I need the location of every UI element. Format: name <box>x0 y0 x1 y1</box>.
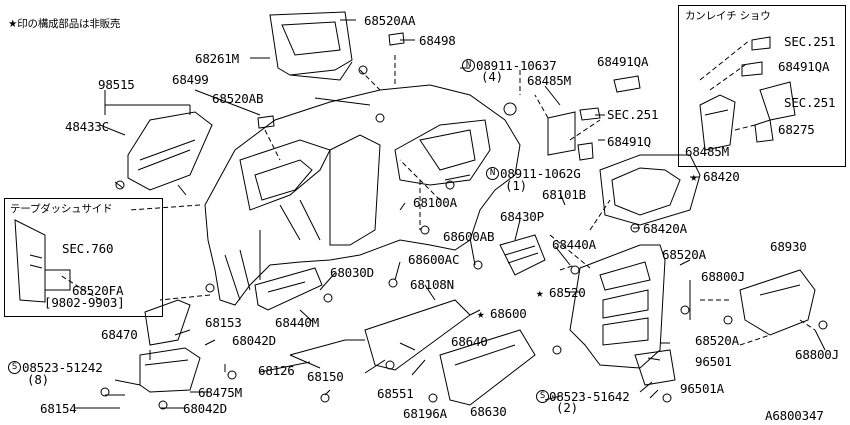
part-sec251[interactable]: SEC.251 <box>607 107 659 122</box>
s-symbol-icon: S <box>536 390 549 403</box>
part-68470[interactable]: 68470 <box>101 327 138 342</box>
part-68150[interactable]: 68150 <box>307 369 344 384</box>
qty-08911-10637: (4) <box>481 69 503 84</box>
qty-08523-51642: (2) <box>556 400 578 415</box>
star-icon: ★ <box>536 285 544 300</box>
part-sec760[interactable]: SEC.760 <box>62 241 114 256</box>
part-98515[interactable]: 98515 <box>98 77 135 92</box>
part-68042D-b[interactable]: 68042D <box>183 401 227 416</box>
part-68100A[interactable]: 68100A <box>413 195 457 210</box>
cluster-68420 <box>599 154 701 226</box>
glove-lid-48433C <box>127 111 213 191</box>
qty-08911-1062G: (1) <box>505 178 527 193</box>
meter-hood <box>269 11 353 76</box>
part-68042D-a[interactable]: 68042D <box>232 333 276 348</box>
inset-part-68491QA[interactable]: 68491QA <box>778 59 830 74</box>
n-symbol-icon: N <box>462 59 475 72</box>
part-68485M[interactable]: 68485M <box>527 73 571 88</box>
part-68491QA[interactable]: 68491QA <box>597 54 649 69</box>
part-68196A[interactable]: 68196A <box>403 406 447 421</box>
part-08911-1062G[interactable]: 08911-1062G <box>500 166 581 181</box>
inset-tape-dash <box>4 198 163 317</box>
part-68430P[interactable]: 68430P <box>500 209 544 224</box>
part-68498[interactable]: 68498 <box>419 33 456 48</box>
part-68600[interactable]: 68600 <box>490 306 527 321</box>
part-68261M[interactable]: 68261M <box>195 51 239 66</box>
part-68630[interactable]: 68630 <box>470 404 507 419</box>
part-68108N[interactable]: 68108N <box>410 277 454 292</box>
part-68420A[interactable]: 68420A <box>643 221 687 236</box>
part-68499[interactable]: 68499 <box>172 72 209 87</box>
part-68153[interactable]: 68153 <box>205 315 242 330</box>
qty-08523-51242: (8) <box>27 372 49 387</box>
part-68800J-top[interactable]: 68800J <box>701 269 745 284</box>
part-68154[interactable]: 68154 <box>40 401 77 416</box>
part-08523-51242[interactable]: 08523-51242 <box>22 360 103 375</box>
n-symbol-icon: N <box>486 167 499 180</box>
inset-cold-region-title: カンレイチ ショウ <box>685 10 771 22</box>
part-68491Q[interactable]: 68491Q <box>607 134 651 149</box>
part-68520AA[interactable]: 68520AA <box>364 13 416 28</box>
part-68475M[interactable]: 68475M <box>198 385 242 400</box>
part-68600AB[interactable]: 68600AB <box>443 229 495 244</box>
part-96501[interactable]: 96501 <box>695 354 732 369</box>
diagram-ref-code: A6800347 <box>765 408 824 423</box>
inset-tape-dash-title: テープダッシュサイド <box>10 203 113 215</box>
inset-part-68485M[interactable]: 68485M <box>685 144 729 159</box>
part-08911-10637[interactable]: 08911-10637 <box>476 58 557 73</box>
part-68440M[interactable]: 68440M <box>275 315 319 330</box>
part-68126[interactable]: 68126 <box>258 363 295 378</box>
s-symbol-icon: S <box>8 361 21 374</box>
part-48433C[interactable]: 48433C <box>65 119 109 134</box>
center-panel-68520 <box>569 244 666 369</box>
part-68420[interactable]: 68420 <box>703 169 740 184</box>
dashboard-panel <box>204 84 521 306</box>
inset-cold-region <box>678 5 846 167</box>
inset-part-sec251-2[interactable]: SEC.251 <box>784 95 836 110</box>
part-96501A[interactable]: 96501A <box>680 381 724 396</box>
part-68800J-bottom[interactable]: 68800J <box>795 347 839 362</box>
part-68551[interactable]: 68551 <box>377 386 414 401</box>
star-icon: ★ <box>690 169 698 184</box>
screws <box>100 65 828 410</box>
part-68520AB[interactable]: 68520AB <box>212 91 264 106</box>
part-68520FA-range: [9802-9903] <box>44 295 125 310</box>
part-68520A-top[interactable]: 68520A <box>662 247 706 262</box>
inset-part-68275[interactable]: 68275 <box>778 122 815 137</box>
part-08523-51642[interactable]: 08523-51642 <box>549 389 630 404</box>
note-non-sale: ★印の構成部品は非販売 <box>8 18 121 30</box>
part-68030D[interactable]: 68030D <box>330 265 374 280</box>
part-68640[interactable]: 68640 <box>451 334 488 349</box>
part-68520[interactable]: 68520 <box>549 285 586 300</box>
inset-part-sec251-1[interactable]: SEC.251 <box>784 34 836 49</box>
star-icon: ★ <box>477 306 485 321</box>
part-68930[interactable]: 68930 <box>770 239 807 254</box>
part-68440A[interactable]: 68440A <box>552 237 596 252</box>
part-68101B[interactable]: 68101B <box>542 187 586 202</box>
part-68520FA[interactable]: 68520FA <box>72 283 124 298</box>
part-68520A-bottom[interactable]: 68520A <box>695 333 739 348</box>
part-68600AC[interactable]: 68600AC <box>408 252 460 267</box>
